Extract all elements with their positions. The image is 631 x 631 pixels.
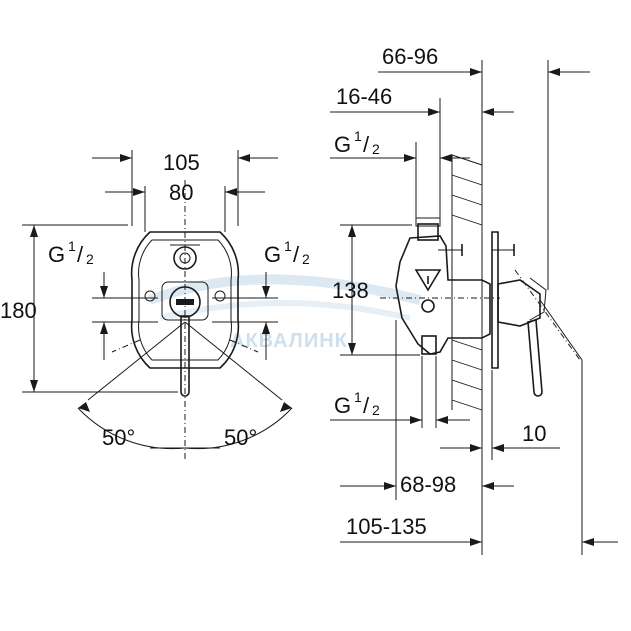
wall-section <box>451 154 483 411</box>
dim-front-height: 180 <box>0 298 37 323</box>
svg-text:/: / <box>77 242 84 267</box>
dim-side-68-98: 68-98 <box>400 472 456 497</box>
dim-side-66-96: 66-96 <box>382 44 438 69</box>
dim-side-plate-offset: 10 <box>522 421 546 446</box>
svg-text:G: G <box>264 242 281 267</box>
thread-label-side-top: G 1 / 2 <box>334 128 380 157</box>
svg-text:1: 1 <box>354 389 362 405</box>
watermark-text: АКВАЛИНК <box>230 330 348 352</box>
dim-front-width-inner: 80 <box>169 180 193 205</box>
handle-body <box>497 279 541 327</box>
front-view <box>87 180 283 460</box>
lever <box>180 315 190 397</box>
svg-text:/: / <box>363 393 370 418</box>
svg-text:1: 1 <box>68 238 76 254</box>
svg-text:2: 2 <box>86 251 94 267</box>
svg-text:2: 2 <box>372 402 380 418</box>
thread-label-front-right: G 1 / 2 <box>264 238 310 267</box>
dim-side-height: 138 <box>332 278 369 303</box>
side-dimensions <box>330 60 618 555</box>
front-dimensions <box>22 150 293 450</box>
dim-angle-left: 50° <box>102 425 135 450</box>
svg-text:G: G <box>48 242 65 267</box>
svg-text:G: G <box>334 132 351 157</box>
svg-text:2: 2 <box>302 251 310 267</box>
handle-base <box>169 286 201 318</box>
escutcheon-plate <box>130 231 240 369</box>
dim-side-16-46: 16-46 <box>336 84 392 109</box>
svg-text:G: G <box>334 393 351 418</box>
dim-side-105-135: 105-135 <box>346 514 427 539</box>
dim-angle-right: 50° <box>224 425 257 450</box>
svg-text:/: / <box>363 132 370 157</box>
valve-body <box>395 235 491 355</box>
watermark-logo <box>148 274 422 321</box>
thread-label-side-bottom: G 1 / 2 <box>334 389 380 418</box>
svg-text:1: 1 <box>284 238 292 254</box>
svg-text:2: 2 <box>372 141 380 157</box>
svg-text:1: 1 <box>354 128 362 144</box>
thread-label-front-left: G 1 / 2 <box>48 238 94 267</box>
dim-front-width-outer: 105 <box>163 150 200 175</box>
side-lever <box>527 318 543 397</box>
svg-text:/: / <box>293 242 300 267</box>
